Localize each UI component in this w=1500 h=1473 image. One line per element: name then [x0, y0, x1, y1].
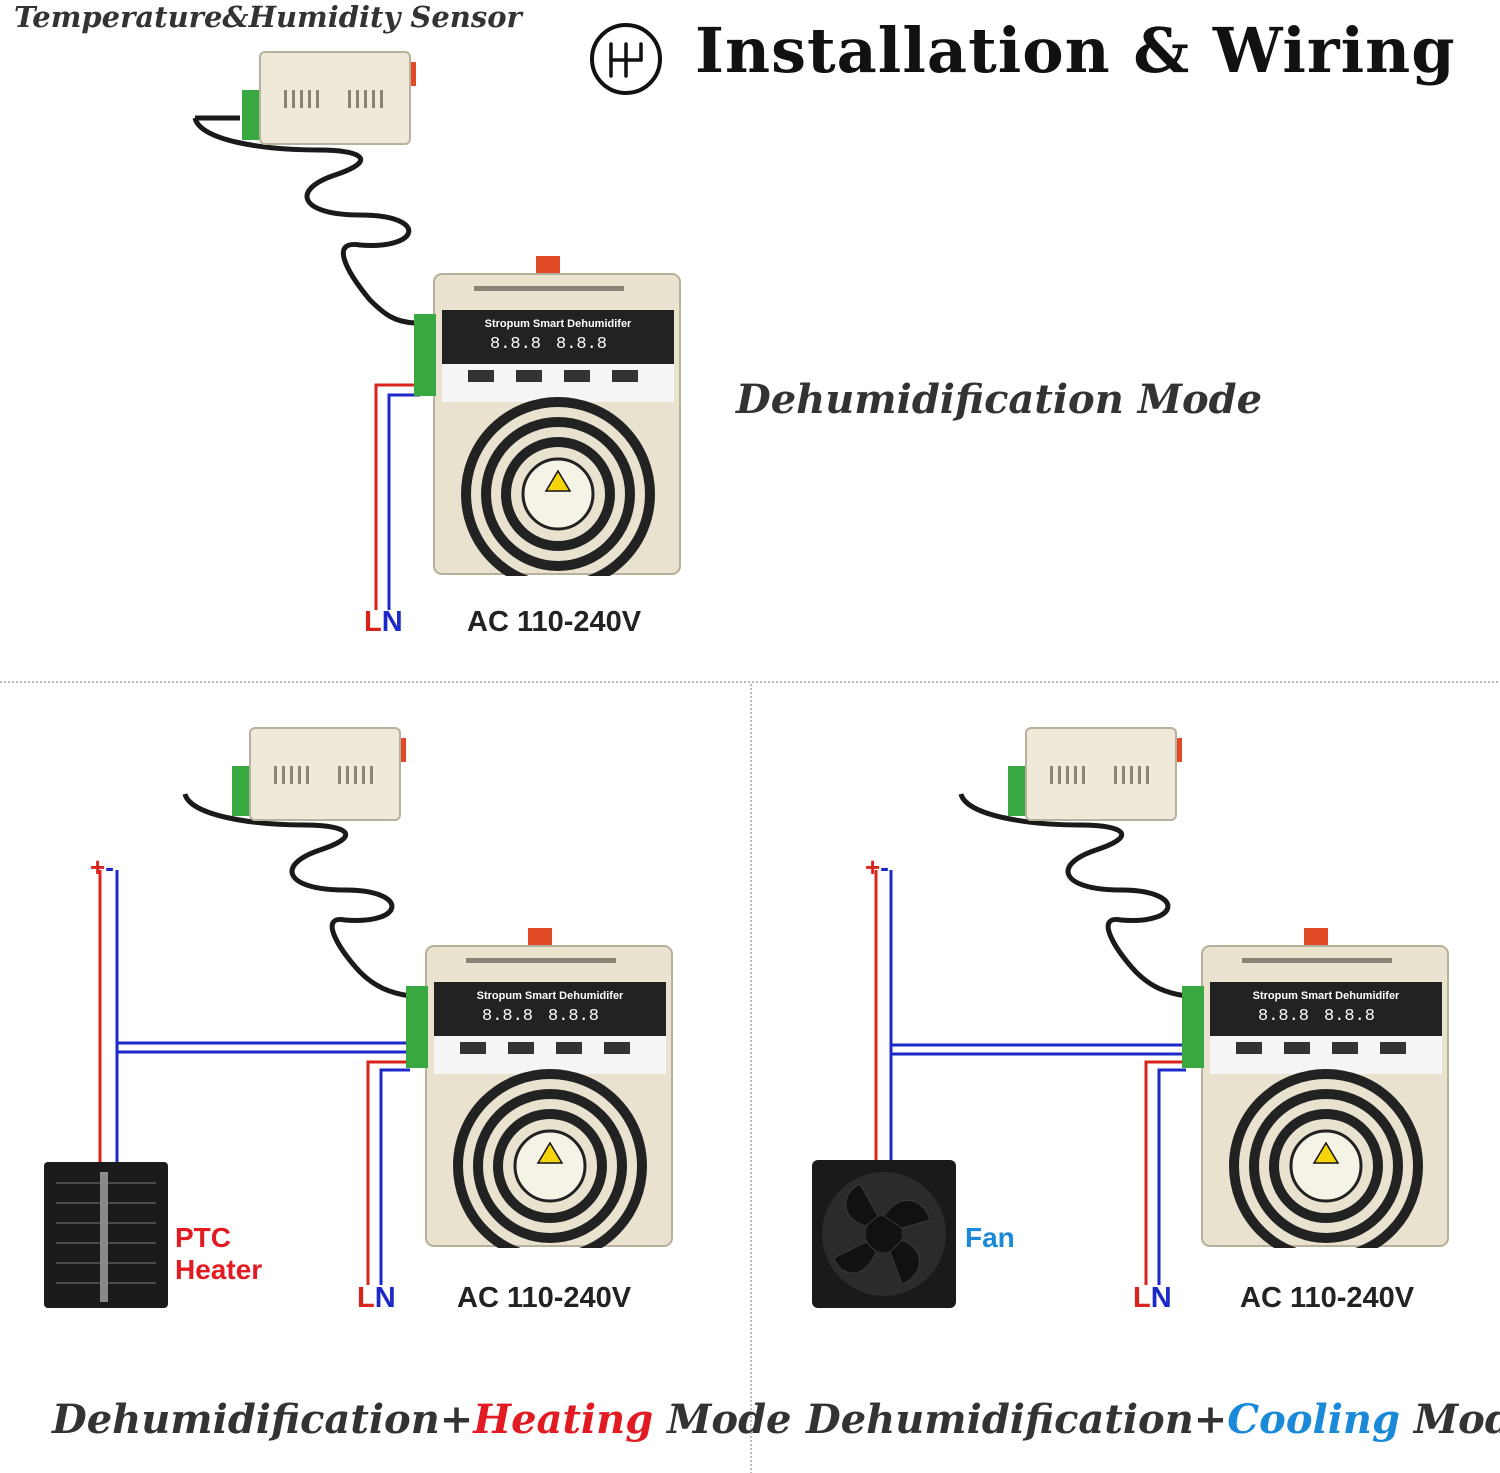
humidity-display: 8.8.8	[1324, 1007, 1375, 1026]
ptc-heater-label: PTC Heater	[175, 1222, 262, 1286]
voltage-label-cooling: AC 110-240V	[1240, 1282, 1415, 1314]
ln-label-top: LN	[364, 606, 403, 639]
plus-label: +	[90, 852, 106, 882]
mode-title-dehumidification: Dehumidification Mode	[736, 376, 1263, 423]
ln-label-cooling: LN	[1133, 1282, 1172, 1315]
mode-title-heating: Dehumidification+Heating Mode	[52, 1396, 792, 1443]
page-title: Installation & Wiring	[695, 14, 1456, 87]
mode-prefix: Dehumidification+	[52, 1396, 474, 1443]
voltage-label-top: AC 110-240V	[467, 606, 642, 638]
live-label: L	[1133, 1282, 1151, 1314]
sensor-caption: Temperature&Humidity Sensor	[14, 0, 522, 34]
dehumidifier-brand-label: Stropum Smart Dehumidifer	[477, 990, 624, 1002]
minus-label: -	[105, 852, 114, 882]
humidity-display: 8.8.8	[548, 1007, 599, 1026]
ln-label-heating: LN	[357, 1282, 396, 1315]
neutral-label: N	[381, 606, 403, 638]
dehumidifier-brand-label: Stropum Smart Dehumidifer	[485, 318, 632, 330]
humidity-sensor	[1008, 727, 1182, 821]
ptc-heater	[44, 1162, 168, 1308]
mode-prefix: Dehumidification+	[806, 1396, 1228, 1443]
mode-highlight: Cooling	[1227, 1396, 1400, 1443]
ptc-heater-label-line2: Heater	[175, 1254, 263, 1285]
mode-suffix: Mode	[1413, 1396, 1500, 1443]
temp-display: 8.8.8	[490, 335, 541, 354]
dehumidifier-unit: Stropum Smart Dehumidifer 8.8.8 8.8.8	[1182, 928, 1449, 1248]
temp-display: 8.8.8	[1258, 1007, 1309, 1026]
neutral-label: N	[1150, 1282, 1172, 1314]
plus-label: +	[865, 852, 881, 882]
live-label: L	[357, 1282, 375, 1314]
mode-suffix: Mode	[653, 1396, 792, 1443]
voltage-label-heating: AC 110-240V	[457, 1282, 632, 1314]
wiring-cooling	[874, 792, 1187, 1285]
minus-label: -	[880, 852, 889, 882]
gear-shift-icon	[590, 23, 662, 95]
live-label: L	[364, 606, 382, 638]
cooling-fan	[812, 1160, 956, 1308]
wiring-top	[192, 115, 420, 610]
plus-minus-label-heating: +-	[90, 852, 114, 883]
dehumidifier-unit: Stropum Smart Dehumidifer 8.8.8 8.8.8	[406, 928, 673, 1248]
dehumidifier-brand-label: Stropum Smart Dehumidifer	[1253, 990, 1400, 1002]
temp-display: 8.8.8	[482, 1007, 533, 1026]
wiring-heating	[98, 792, 411, 1285]
fan-label: Fan	[965, 1222, 1015, 1253]
mode-highlight: Heating	[473, 1396, 654, 1443]
mode-title-cooling: Dehumidification+Cooling Mode	[806, 1396, 1500, 1443]
dehumidifier-unit: Stropum Smart Dehumidifer 8.8.8 8.8.8	[414, 256, 681, 576]
humidity-sensor	[232, 727, 406, 821]
neutral-label: N	[374, 1282, 396, 1314]
plus-minus-label-cooling: +-	[865, 852, 889, 883]
humidity-sensor	[242, 51, 416, 145]
humidity-display: 8.8.8	[556, 335, 607, 354]
ptc-heater-label-line1: PTC	[175, 1222, 231, 1253]
